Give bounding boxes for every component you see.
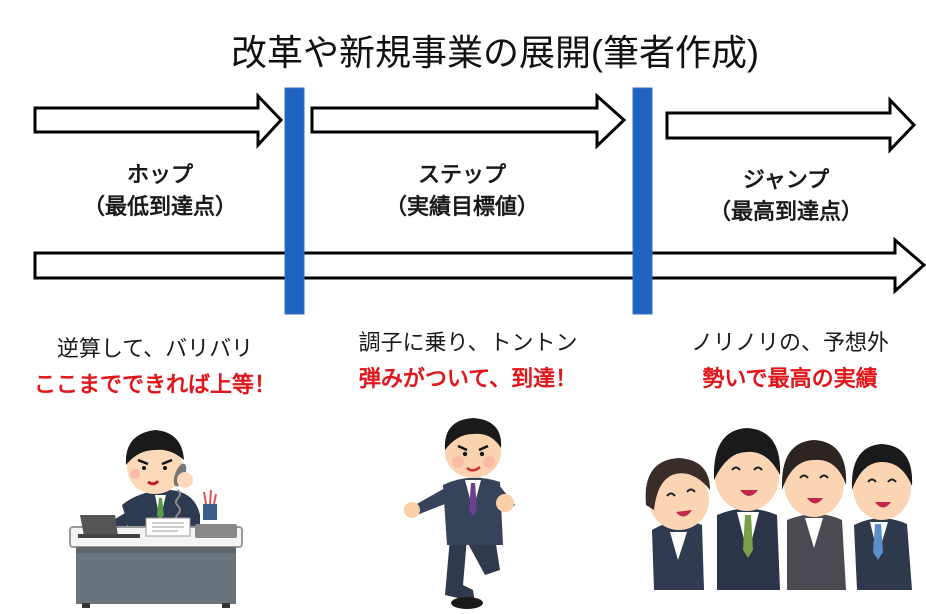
description-line: ノリノリの、予想外 (690, 331, 889, 356)
overall-progress-arrow (33, 236, 926, 295)
running-businessman-illustration (404, 418, 515, 609)
diagram-title: 改革や新規事業の展開(筆者作成) (231, 32, 759, 73)
description-highlight: 勢いで最高の実績 (702, 367, 878, 392)
phase-label-jump: ジャンプ （最高到達点） (686, 165, 886, 229)
phase-description-hop: 逆算して、バリバリ ここまでできれば上等！ (0, 332, 310, 404)
phase-description-step: 調子に乗り、トントン 弾みがついて、到達！ (318, 326, 618, 398)
phase-description-jump: ノリノリの、予想外 勢いで最高の実績 (650, 326, 926, 398)
phase-subtitle: （最高到達点） (708, 200, 863, 225)
divider-bar-1 (284, 87, 305, 315)
step-arrow (310, 92, 627, 150)
phase-subtitle: （最低到達点） (82, 195, 237, 220)
divider-bar-2 (632, 87, 653, 315)
cheering-team-illustration (645, 428, 913, 590)
phase-label-hop: ホップ （最低到達点） (60, 160, 260, 224)
phase-name: ホップ (126, 163, 193, 188)
phase-label-step: ステップ （実績目標値） (362, 160, 562, 224)
phase-name: ジャンプ (742, 168, 830, 193)
description-line: 調子に乗り、トントン (358, 331, 578, 356)
description-line: 逆算して、バリバリ (56, 337, 254, 362)
description-highlight: 弾みがついて、到達！ (358, 367, 578, 392)
phase-subtitle: （実績目標値） (384, 195, 539, 220)
phase-name: ステップ (417, 163, 506, 188)
jump-arrow (665, 96, 917, 154)
businessman-at-desk-illustration (69, 430, 243, 608)
hop-arrow (33, 92, 284, 149)
description-highlight: ここまでできれば上等！ (33, 373, 276, 398)
